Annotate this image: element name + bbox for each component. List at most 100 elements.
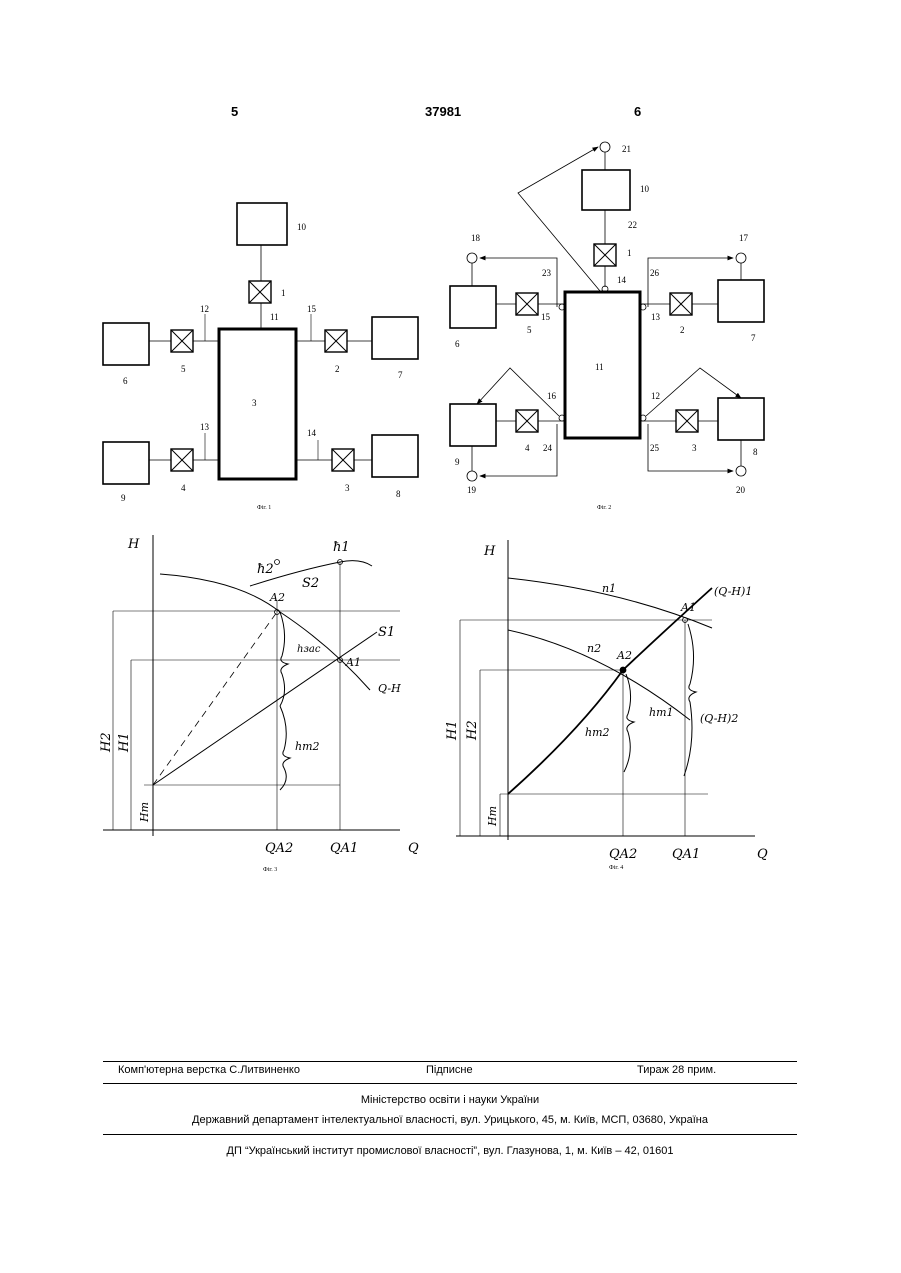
fig1-valve-1	[249, 281, 271, 303]
fig1-label-v3: 3	[345, 483, 350, 493]
footer-department: Державний департамент інтелектуальної вл…	[103, 1114, 797, 1126]
fig2-label-18: 18	[471, 233, 481, 243]
fig4-label-n2: n2	[587, 642, 601, 655]
fig2-label-23: 23	[542, 268, 552, 278]
fig2-block-10	[582, 170, 630, 210]
fig2-label-v2: 2	[680, 325, 685, 335]
fig3-label-QA1: QA1	[330, 841, 358, 856]
fig2-label-16: 16	[547, 391, 557, 401]
fig4-label-QA2: QA2	[609, 847, 637, 862]
fig2-label-14: 14	[617, 275, 627, 285]
fig3-plot	[103, 535, 400, 836]
fig3-label-HT: Hт	[138, 802, 151, 823]
fig4-label-QA1: QA1	[672, 847, 700, 862]
fig2-label-13: 13	[651, 312, 661, 322]
fig2-label-20: 20	[736, 485, 746, 495]
fig3-label-Q: Q	[408, 841, 419, 856]
footer-signed: Підписне	[426, 1064, 473, 1076]
fig2-label-22: 22	[628, 220, 637, 230]
fig4-label-A1: A1	[680, 601, 696, 614]
fig1-valve-4	[171, 449, 193, 471]
fig3-caption: Фіг. 3	[263, 867, 277, 873]
fig3-label-QA2: QA2	[265, 841, 293, 856]
fig3-system-curve-s2	[153, 612, 277, 785]
fig2-gauge-18	[467, 253, 477, 263]
fig2-caption: Фіг. 2	[597, 505, 611, 511]
fig2-gauge-17	[736, 253, 746, 263]
fig2-valve-5	[516, 293, 538, 315]
fig1-label-9: 9	[121, 493, 126, 503]
fig4-label-QH1: (Q-H)1	[714, 585, 752, 598]
fig2-label-24: 24	[543, 443, 553, 453]
fig2-gauge-20	[736, 466, 746, 476]
fig4-label-QH2: (Q-H)2	[700, 712, 738, 725]
fig3-label-n1: ħ1	[333, 540, 350, 555]
footer-rule-middle	[103, 1083, 797, 1084]
fig2-valve-1	[594, 244, 616, 266]
fig1-block-9	[103, 442, 149, 484]
fig2-valve-2	[670, 293, 692, 315]
fig1-labels: 3 10 1 11 12 15 6 5 2 7 13 14 9 4 3 8 Фі…	[121, 222, 403, 511]
fig1-label-p13: 13	[200, 422, 210, 432]
fig4-label-n1: n1	[602, 582, 616, 595]
fig3-label-A2: A2	[269, 591, 285, 604]
fig2-label-10: 10	[640, 184, 650, 194]
fig3-label-H1: H1	[117, 732, 132, 753]
fig2-label-9: 9	[455, 457, 460, 467]
fig3-label-A1: A1	[345, 656, 361, 669]
fig4-label-hT1: hт1	[649, 706, 674, 719]
fig2-label-12: 12	[651, 391, 660, 401]
fig2-valve-3	[676, 410, 698, 432]
fig2-label-21: 21	[622, 144, 631, 154]
fig1-valve-2	[325, 330, 347, 352]
fig1-valve-3	[332, 449, 354, 471]
fig4-label-hT2: hт2	[585, 726, 610, 739]
fig3-qh-curve	[160, 574, 370, 690]
fig1-label-v5: 5	[181, 364, 186, 374]
fig2-diagram	[450, 142, 764, 481]
fig1-label-10: 10	[297, 222, 307, 232]
fig3-label-H2: H2	[99, 732, 114, 753]
fig2-label-v3: 3	[692, 443, 697, 453]
fig1-label-6: 6	[123, 376, 128, 386]
fig1-label-main: 3	[252, 398, 257, 408]
fig3-label-n2: ħ2	[257, 562, 274, 577]
fig2-label-v5: 5	[527, 325, 532, 335]
fig1-block-10	[237, 203, 287, 245]
footer-institute: ДП “Український інститут промислової вла…	[103, 1145, 797, 1157]
fig2-label-19: 19	[467, 485, 477, 495]
fig2-label-v4: 4	[525, 443, 530, 453]
fig3-label-hT2: hт2	[295, 740, 320, 753]
fig1-block-8	[372, 435, 418, 477]
fig3-label-S2: S2	[302, 576, 319, 591]
figures: 3 10 1 11 12 15 6 5 2 7 13 14 9 4 3 8 Фі…	[0, 0, 901, 900]
fig3-label-S1: S1	[378, 625, 395, 640]
fig4-label-H1: H1	[445, 720, 460, 741]
fig1-label-7: 7	[398, 370, 403, 380]
fig3-system-curve-s1	[153, 632, 377, 785]
fig1-valve-5	[171, 330, 193, 352]
fig3-label-H: H	[127, 537, 140, 552]
fig1-block-7	[372, 317, 418, 359]
fig1-diagram	[103, 203, 418, 484]
fig1-label-8: 8	[396, 489, 401, 499]
fig4-label-A2: A2	[616, 649, 632, 662]
fig3-label-hzac: hзас	[297, 644, 321, 655]
fig1-block-6	[103, 323, 149, 365]
fig3-label-QH: Q-H	[378, 682, 401, 695]
fig2-gauge-21	[600, 142, 610, 152]
fig4-label-Q: Q	[757, 847, 768, 862]
fig1-label-p12: 12	[200, 304, 209, 314]
fig2-label-17: 17	[739, 233, 749, 243]
fig1-label-v1: 1	[281, 288, 286, 298]
fig3-labels: H Q ħ2 ħ1 S2 S1 A2 A1 hзас Q-H hт2 H2 H1…	[99, 537, 419, 873]
fig1-label-v2: 2	[335, 364, 340, 374]
fig4-label-HT: Hт	[486, 806, 499, 827]
fig1-caption: Фіг. 1	[257, 505, 271, 511]
fig1-label-p11: 11	[270, 312, 279, 322]
fig1-label-p15: 15	[307, 304, 317, 314]
fig2-label-15: 15	[541, 312, 551, 322]
fig1-label-p14: 14	[307, 428, 317, 438]
footer-ministry: Міністерство освіти і науки України	[103, 1094, 797, 1106]
fig1-main-block	[219, 329, 296, 479]
